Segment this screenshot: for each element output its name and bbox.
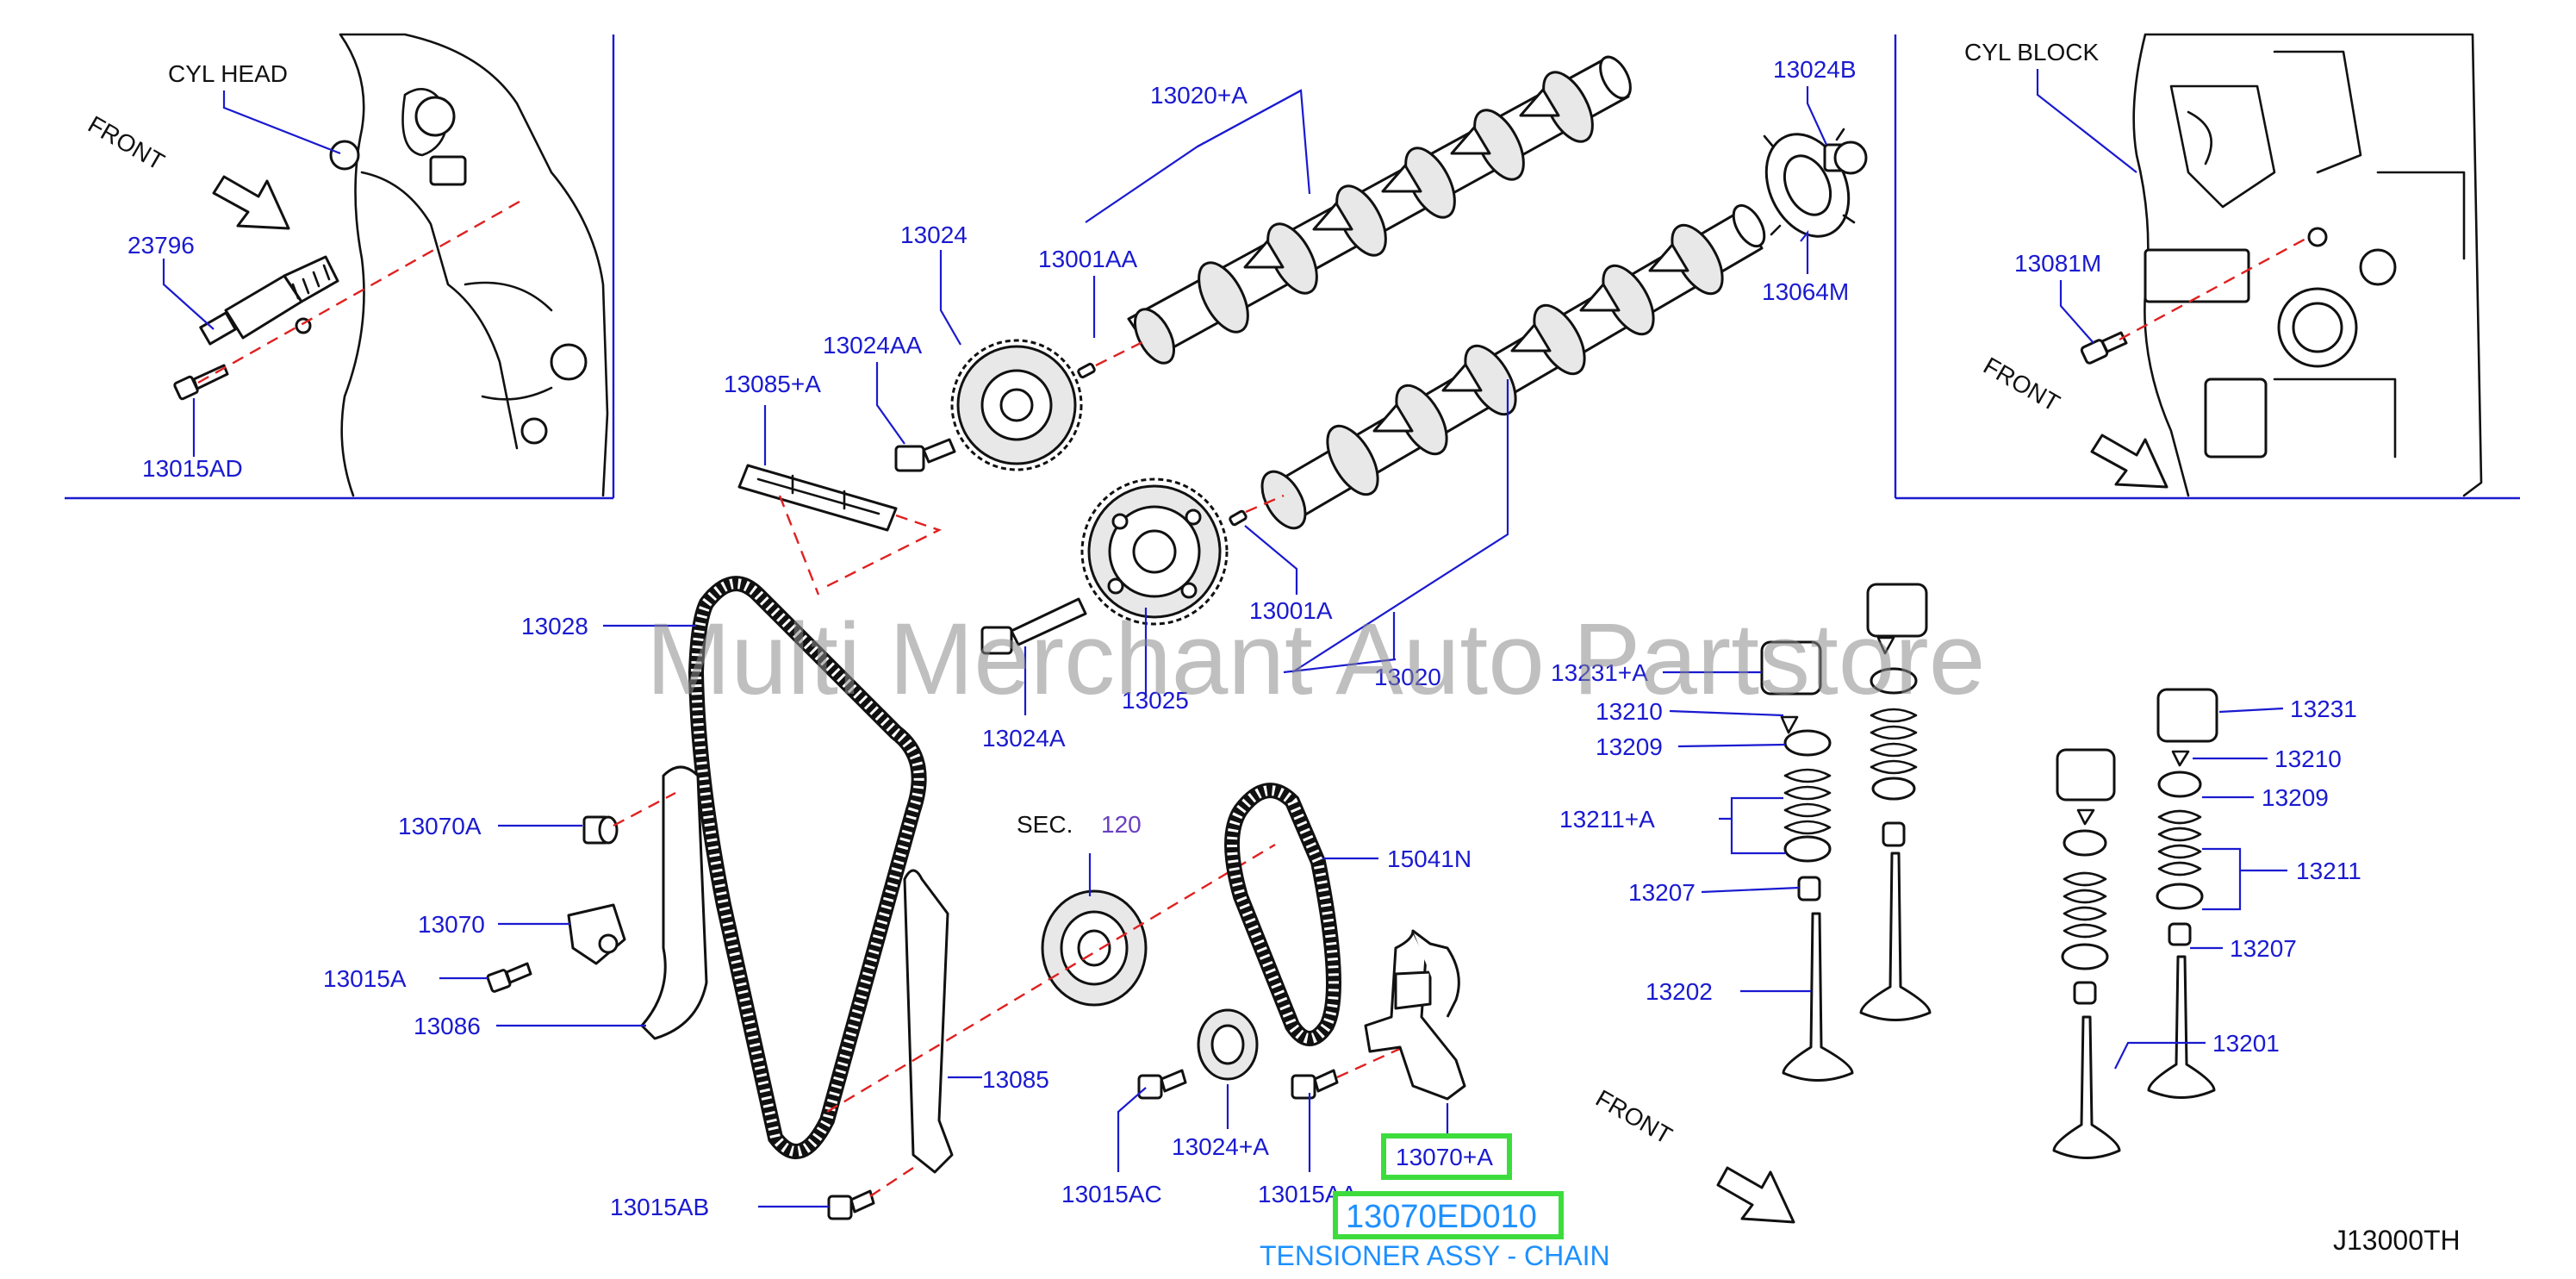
highlight-callout-box [1381, 1133, 1512, 1180]
chain-tensioner-13070 [567, 903, 626, 965]
front-arrow-icon [1716, 1166, 1795, 1224]
part-label-13064M: 13064M [1762, 278, 1849, 305]
part-label-13025: 13025 [1122, 687, 1189, 714]
leader-lines [439, 86, 2287, 1208]
part-label-13207-right: 13207 [2230, 935, 2297, 962]
part-label-13085A: 13085+A [724, 371, 821, 397]
part-label-13024: 13024 [900, 221, 968, 248]
part-label-13209-left: 13209 [1596, 733, 1663, 760]
front-direction-label-bottom: FRONT [1591, 1084, 1677, 1149]
cyl-head-label: CYL HEAD [168, 60, 288, 87]
inset-cylinder-block: CYL BLOCK 13081M FRONT [1894, 33, 2520, 500]
part-label-13211A: 13211+A [1559, 806, 1655, 833]
part-label-23796: 23796 [128, 232, 195, 259]
front-arrow-icon [212, 175, 290, 230]
front-arrow-icon [2090, 434, 2168, 489]
valve-train-left [1760, 583, 1932, 1082]
oil-control-solenoid [199, 255, 339, 346]
inset-cylinder-head: CYL HEAD FRONT 23796 13015AD [65, 33, 615, 500]
pivot-bolt-13070A [582, 815, 619, 845]
bolt-13024A [980, 597, 1087, 655]
cam-sprocket-13024 [950, 339, 1083, 471]
signal-plate-13064M [1763, 128, 1856, 238]
part-label-13024A-plus: 13024+A [1172, 1133, 1269, 1160]
oil-pump-chain-tensioner-13070A [1364, 929, 1466, 1101]
part-label-13028: 13028 [521, 613, 588, 640]
part-label-13081M: 13081M [2014, 250, 2101, 277]
chain-guide-13085 [903, 869, 954, 1174]
front-indicator-bottom: FRONT [1591, 1084, 1795, 1224]
watermark: Multi Merchant Auto Partstore [646, 602, 1985, 716]
part-label-13001AA: 13001AA [1038, 246, 1138, 272]
front-direction-label-block: FRONT [1979, 352, 2064, 416]
section-number: 120 [1101, 811, 1142, 838]
part-label-13209-right: 13209 [2262, 784, 2329, 811]
chain-guide-13085A [737, 464, 898, 532]
oil-pump-chain-15041N [1224, 783, 1341, 1046]
part-label-15041N: 15041N [1387, 845, 1472, 872]
bolt-13015AB [827, 1189, 875, 1220]
part-label-13086: 13086 [414, 1013, 481, 1039]
part-label-13024B: 13024B [1773, 56, 1857, 83]
part-label-13020A: 13020+A [1150, 82, 1248, 109]
cyl-block-label: CYL BLOCK [1964, 39, 2099, 66]
part-label-13231A: 13231+A [1551, 659, 1648, 686]
part-label-13024AA: 13024AA [823, 332, 923, 359]
part-label-13210-right: 13210 [2274, 746, 2342, 772]
section-prefix: SEC. [1017, 811, 1073, 838]
part-label-13211: 13211 [2296, 858, 2361, 884]
part-label-13070A: 13070A [398, 813, 482, 839]
highlight-callout-label: 13070+A [1396, 1144, 1493, 1170]
part-label-13231: 13231 [2290, 696, 2357, 722]
part-labels: 13020+A 13024 13001AA 13024AA 13085+A 13… [323, 56, 2361, 1220]
part-label-13085: 13085 [982, 1066, 1049, 1093]
oil-pump-sprocket-13024A [1197, 1008, 1259, 1081]
part-label-13001A: 13001A [1249, 597, 1333, 624]
part-label-13015A: 13015A [323, 965, 407, 992]
bolt-13015A [486, 962, 532, 993]
camshaft-exhaust [1260, 203, 1766, 530]
part-label-13210-left: 13210 [1596, 698, 1663, 725]
part-label-13202: 13202 [1646, 978, 1713, 1005]
part-label-13015AB: 13015AB [610, 1194, 709, 1220]
tensioner-arm-13086 [640, 765, 708, 1040]
section-reference: SEC. 120 [1017, 811, 1142, 838]
front-direction-label: FRONT [84, 110, 169, 175]
highlight-part-number[interactable]: 13070ED010 [1346, 1199, 1537, 1235]
crank-sprocket-sec120 [1041, 889, 1148, 1007]
part-label-13201: 13201 [2212, 1030, 2280, 1057]
highlighted-part: 13070+A 13070ED010 TENSIONER ASSY - CHAI… [1260, 1133, 1610, 1271]
bolt-13015AA [1291, 1069, 1339, 1100]
highlight-part-number-box [1333, 1191, 1564, 1239]
bolt-13024AA [894, 438, 956, 472]
camshaft-intake [1127, 55, 1632, 365]
highlight-part-description: TENSIONER ASSY - CHAIN [1260, 1240, 1610, 1271]
plug-13081M [2080, 331, 2128, 365]
part-label-13070: 13070 [418, 911, 485, 938]
valve-train-right [2052, 688, 2218, 1159]
dowel-pin-13001A [1229, 509, 1248, 527]
part-label-13024A: 13024A [982, 725, 1066, 752]
part-label-13020: 13020 [1374, 664, 1441, 690]
bolt-13015AC [1137, 1069, 1187, 1100]
part-label-13015AD: 13015AD [142, 455, 243, 482]
vtc-sprocket-13025 [1080, 477, 1229, 626]
part-label-13015AC: 13015AC [1061, 1181, 1162, 1207]
part-label-13207-left: 13207 [1628, 879, 1696, 906]
dowel-pin-13001AA [1077, 362, 1096, 379]
bolt-13024B [1823, 140, 1868, 175]
diagram-code: J13000TH [2333, 1225, 2461, 1256]
timing-chain-13028 [688, 576, 927, 1159]
